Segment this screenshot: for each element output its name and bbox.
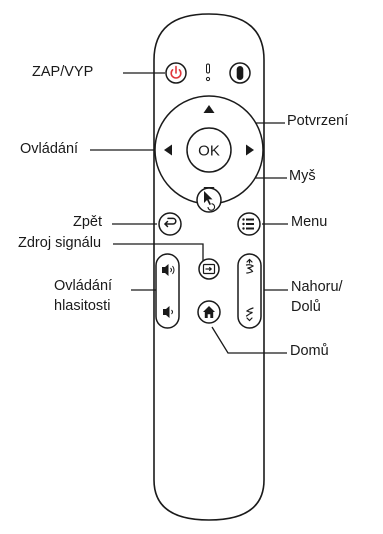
label-mouse: Myš	[289, 168, 316, 184]
back-icon	[164, 217, 177, 228]
label-power: ZAP/VYP	[32, 64, 94, 80]
menu-button[interactable]	[237, 212, 261, 236]
label-volume-line2: hlasitosti	[54, 298, 111, 314]
label-controls: Ovládání	[20, 141, 79, 157]
label-menu: Menu	[291, 214, 328, 230]
menu-list-icon	[242, 218, 254, 230]
cursor-icon	[204, 191, 216, 211]
page-rocker[interactable]	[237, 253, 262, 329]
label-back: Zpět	[73, 214, 103, 230]
volume-up-icon[interactable]	[162, 264, 175, 276]
page-up-icon[interactable]	[245, 258, 255, 274]
microphone-icon	[236, 66, 244, 80]
power-icon	[170, 65, 182, 79]
volume-down-icon[interactable]	[163, 306, 173, 318]
microphone-button[interactable]	[229, 62, 251, 84]
source-button[interactable]	[198, 258, 220, 280]
label-source: Zdroj signálu	[18, 235, 102, 251]
mouse-button[interactable]	[196, 187, 222, 213]
home-icon	[203, 306, 215, 318]
label-updown-line1: Nahoru/	[291, 279, 343, 295]
indicator-led-icon	[205, 63, 211, 82]
label-home: Domů	[290, 343, 329, 359]
ok-button[interactable]: OK	[186, 127, 232, 173]
back-button[interactable]	[158, 212, 182, 236]
source-icon	[202, 263, 216, 275]
ok-label: OK	[198, 143, 220, 160]
label-confirm: Potvrzení	[287, 113, 349, 129]
home-button[interactable]	[197, 300, 221, 324]
arrow-right-icon[interactable]	[246, 144, 254, 156]
page-down-icon[interactable]	[245, 307, 254, 322]
arrow-up-icon[interactable]	[203, 105, 215, 113]
label-volume-line1: Ovládání	[54, 278, 113, 294]
arrow-left-icon[interactable]	[164, 144, 172, 156]
power-button[interactable]	[165, 62, 187, 84]
label-updown-line2: Dolů	[291, 299, 321, 315]
